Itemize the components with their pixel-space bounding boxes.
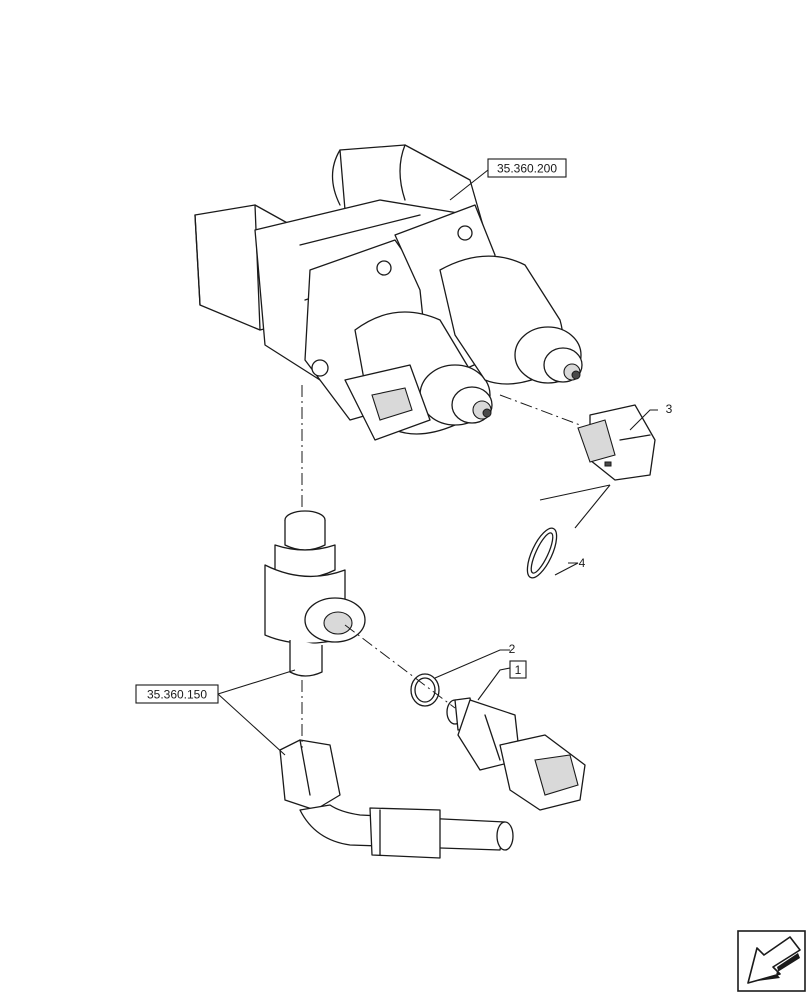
reference-label-top-text: 35.360.200: [497, 162, 557, 176]
pressure-sensor-item-1: [446, 697, 586, 811]
callout-item-4: 4: [579, 556, 586, 570]
callout-item-1-text: 1: [515, 663, 522, 677]
solenoid-valve-assembly: [194, 144, 583, 441]
arrow-bottom-left-icon[interactable]: [737, 930, 806, 992]
o-ring-item-4: [526, 527, 558, 579]
hose-fitting: [279, 739, 514, 859]
o-ring-item-2: [410, 673, 440, 707]
tee-fitting: [264, 510, 366, 677]
callout-item-2: 2: [509, 642, 516, 656]
reference-label-top[interactable]: 35.360.200: [487, 158, 567, 178]
reference-label-left-text: 35.360.150: [147, 688, 207, 702]
electrical-connector-item-3: [577, 404, 656, 481]
callout-item-1[interactable]: 1: [509, 660, 527, 679]
assembly-centerlines: [301, 385, 581, 748]
reference-label-left[interactable]: 35.360.150: [135, 684, 219, 704]
leader-lines: [217, 169, 658, 756]
callout-item-3: 3: [666, 402, 673, 416]
